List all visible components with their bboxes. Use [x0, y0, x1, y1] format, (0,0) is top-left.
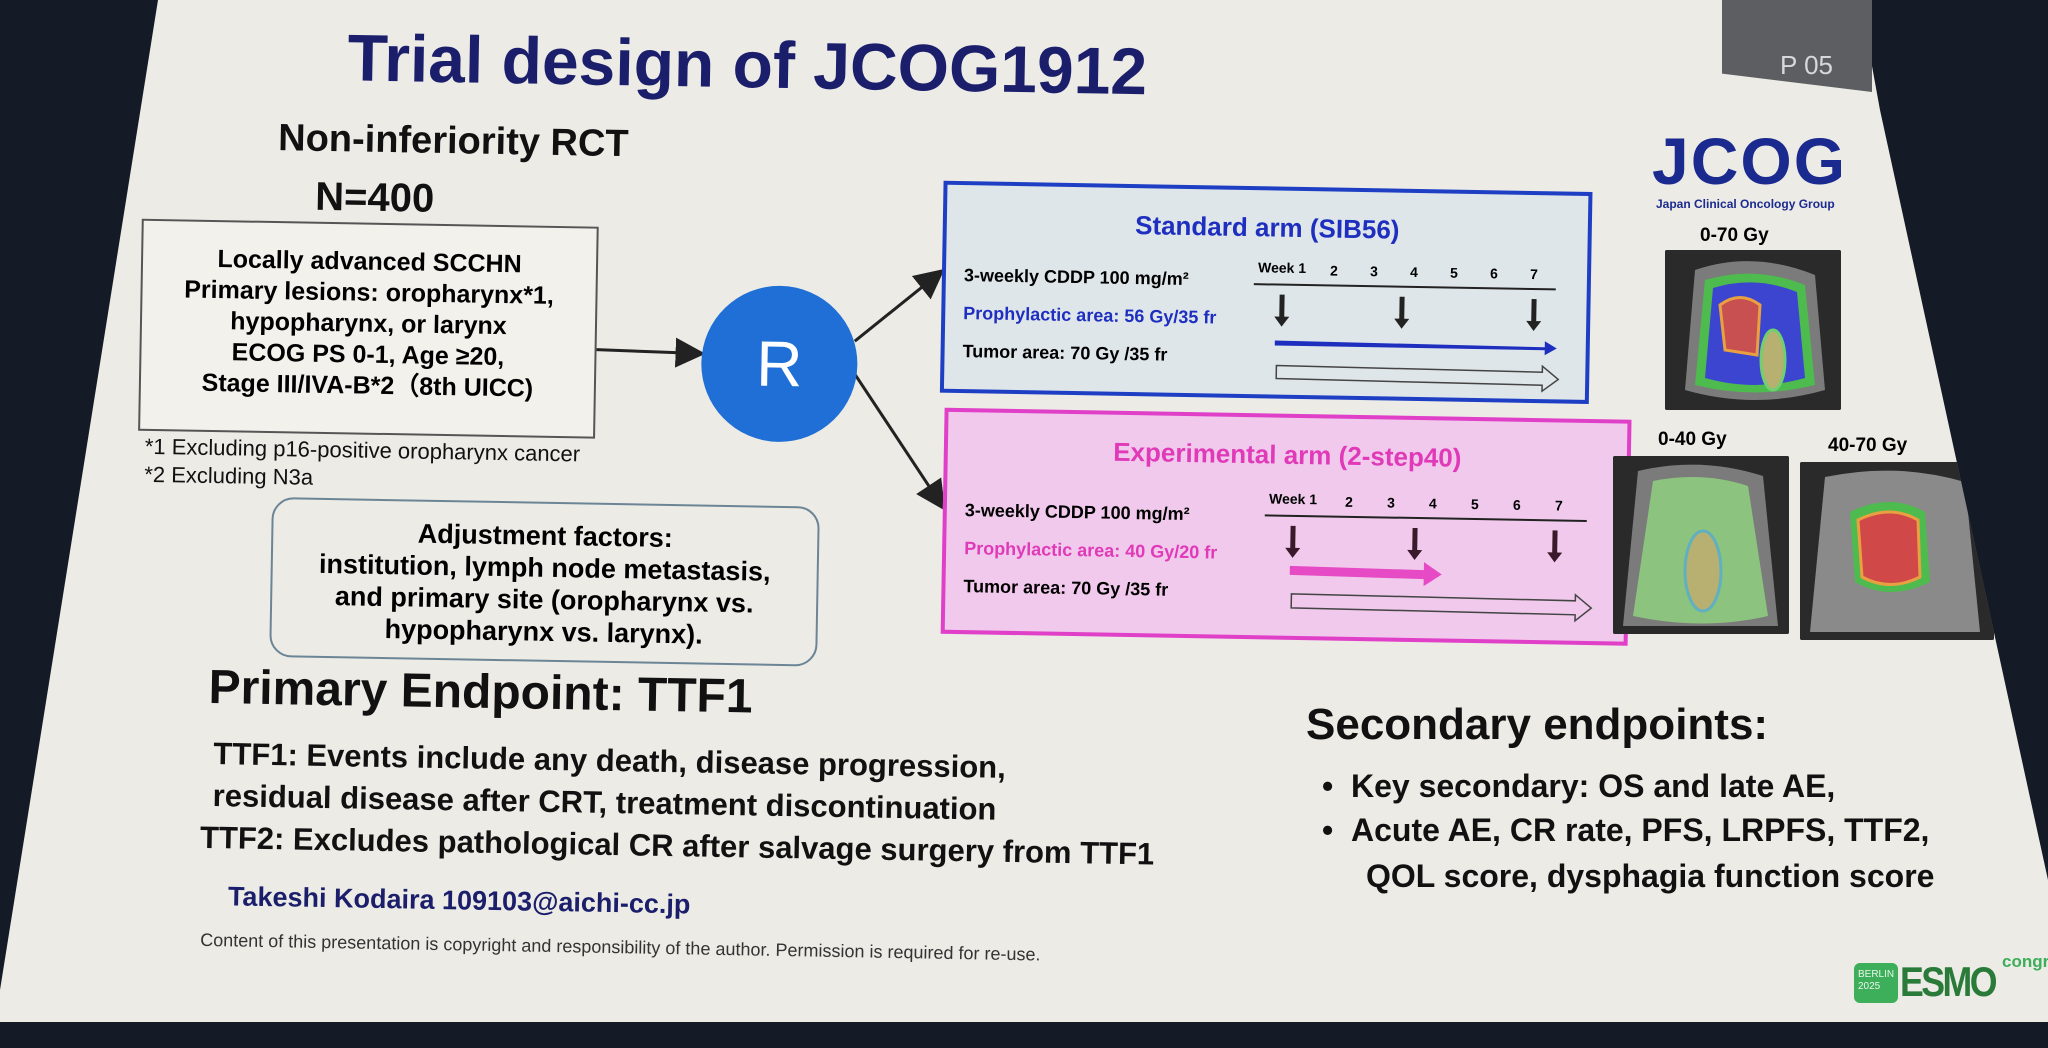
- experimental-timeline: [1264, 514, 1593, 623]
- image-label: 0-70 Gy: [1700, 225, 1769, 246]
- standard-arm-box: Standard arm (SIB56) 3-weekly CDDP 100 m…: [939, 180, 1593, 405]
- secondary-endpoint-item: • Acute AE, CR rate, PFS, LRPFS, TTF2,: [1322, 812, 1930, 848]
- image-label: 40-70 Gy: [1828, 435, 1908, 456]
- ct-dose-image-0-70: [1665, 250, 1841, 410]
- esmo-logo: ESMO: [1900, 958, 1997, 1005]
- congress-year: 2025: [1858, 981, 1881, 992]
- primary-endpoint-heading: Primary Endpoint: TTF1: [208, 660, 754, 724]
- cddp-dose-arrow-icons: [1274, 294, 1542, 332]
- prophylactic-arrow: [1289, 562, 1442, 587]
- congress-badge: BERLIN 2025: [1854, 963, 1898, 1003]
- image-label: 0-40 Gy: [1658, 429, 1727, 450]
- jcog-logo-subtitle: Japan Clinical Oncology Group: [1656, 197, 1835, 211]
- ct-dose-image-40-70: [1800, 462, 1994, 640]
- secondary-endpoints-heading: Secondary endpoints:: [1306, 700, 1769, 749]
- experimental-arm-box: Experimental arm (2-step40) 3-weekly CDD…: [940, 407, 1632, 646]
- adjustment-factors-box: Adjustment factors: institution, lymph n…: [269, 497, 820, 667]
- congress-label: congress: [2002, 952, 2048, 971]
- congress-city: BERLIN: [1858, 969, 1895, 980]
- secondary-endpoint-item: • Key secondary: OS and late AE,: [1322, 768, 1836, 804]
- prophylactic-arrow: [1274, 340, 1557, 356]
- tumor-arrow: [1275, 364, 1560, 393]
- cddp-dose-arrow-icons: [1285, 525, 1563, 563]
- item-text: Key secondary: OS and late AE,: [1350, 768, 1836, 804]
- background-sign: P 05: [1722, 0, 1872, 92]
- jcog-logo: JCOG: [1652, 124, 1848, 198]
- item-text: Acute AE, CR rate, PFS, LRPFS, TTF2,: [1350, 812, 1930, 848]
- secondary-endpoint-continuation: QOL score, dysphagia function score: [1366, 858, 1935, 894]
- ct-dose-image-0-40: [1613, 456, 1789, 634]
- standard-timeline: [1253, 283, 1560, 393]
- tumor-arrow: [1290, 593, 1593, 623]
